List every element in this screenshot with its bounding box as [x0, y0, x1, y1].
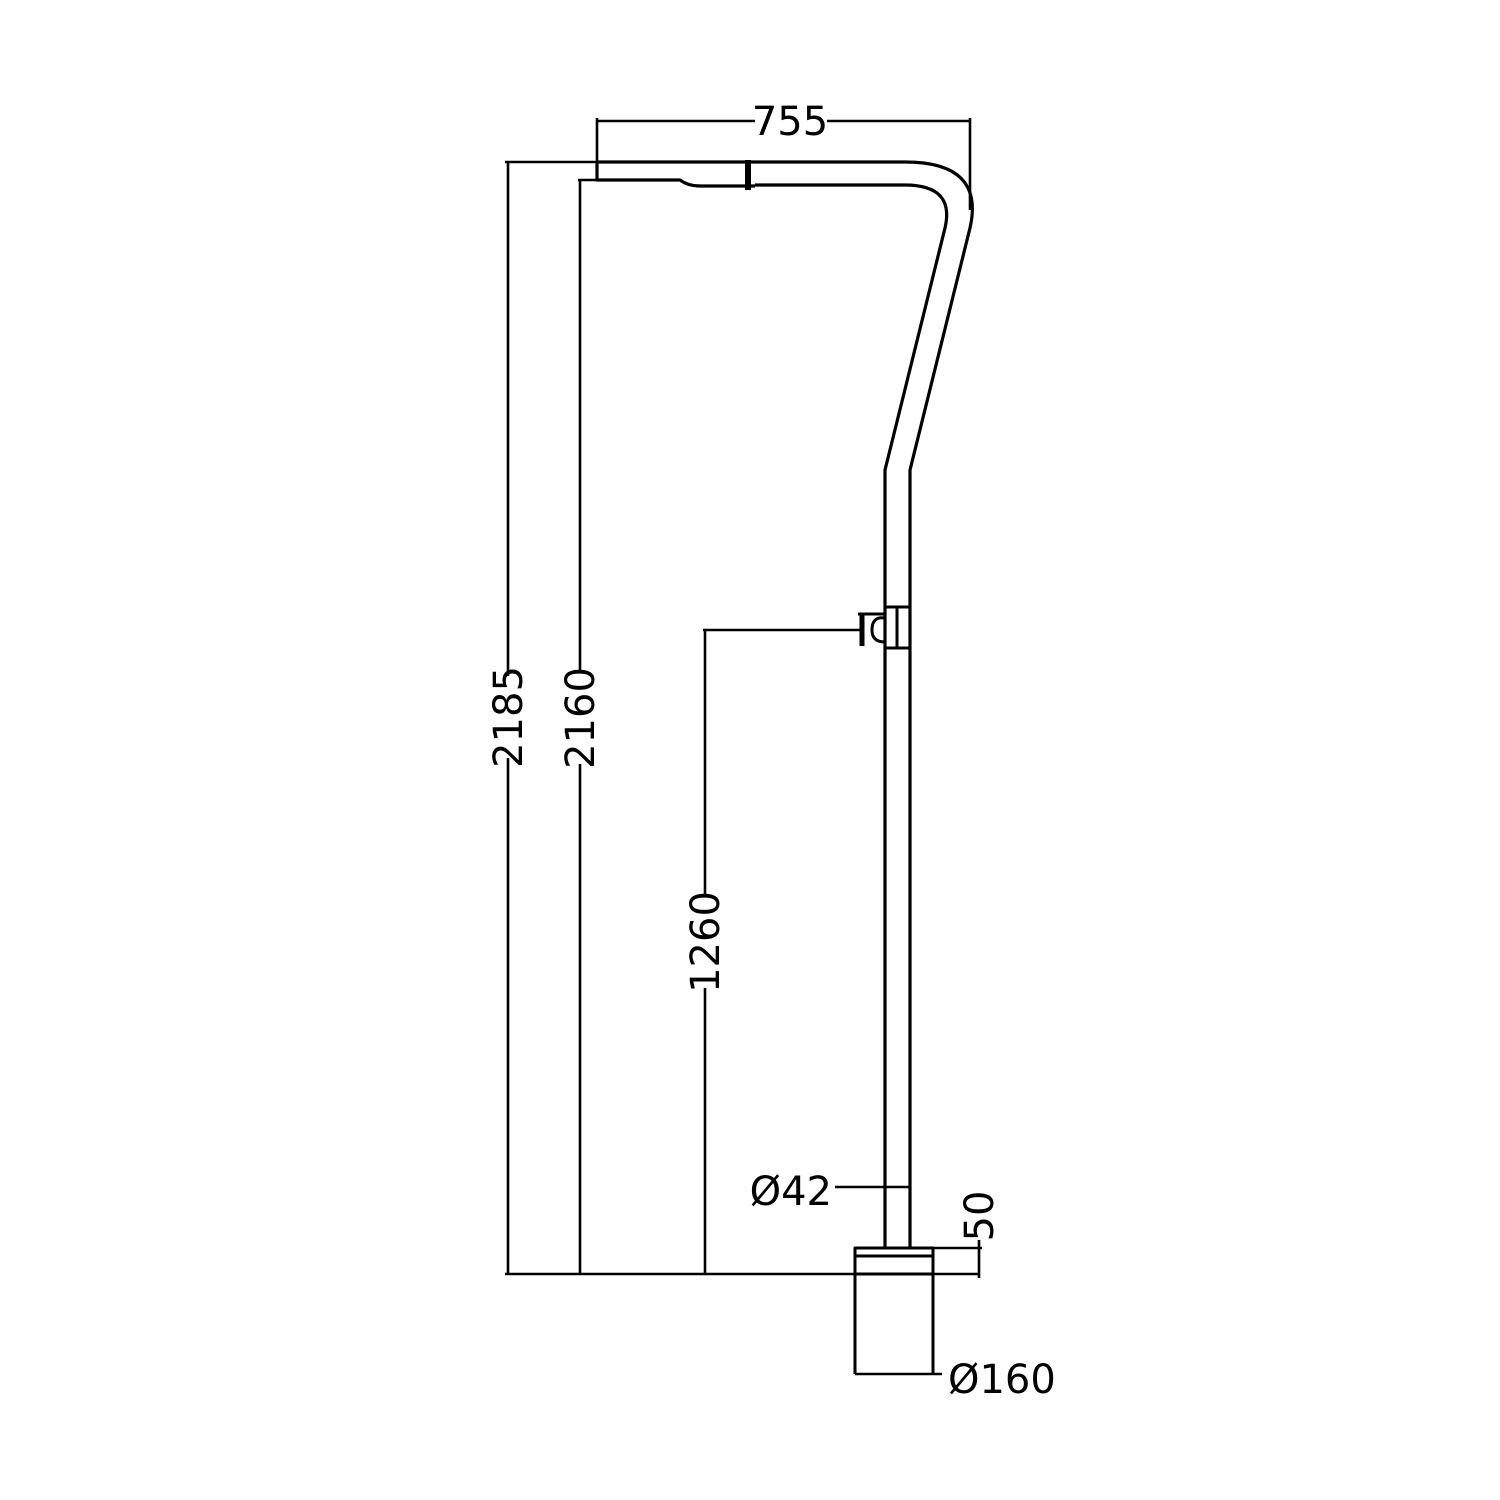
dimension-total-height: 2185	[486, 160, 597, 1274]
pipe-inner-edge	[755, 183, 949, 1248]
width-label-knockout	[755, 100, 827, 136]
base-height-label: 50	[957, 1191, 1003, 1242]
head-height-label-knockout	[562, 672, 598, 764]
width-label: 755	[752, 99, 828, 145]
base-cap	[853, 1246, 935, 1276]
holder-height-label: 1260	[683, 891, 729, 993]
shower-head	[595, 162, 755, 188]
dimension-pipe-diameter: Ø42	[750, 1169, 910, 1215]
holder-height-label-knockout	[687, 896, 723, 988]
dimension-base-diameter: Ø160	[855, 1357, 1056, 1403]
dimension-width-top: 755	[595, 99, 972, 210]
pipe-diameter-label: Ø42	[750, 1169, 832, 1215]
dimension-holder-height: 1260	[683, 628, 862, 1274]
total-height-label: 2185	[486, 666, 532, 768]
base-diameter-label: Ø160	[948, 1357, 1056, 1403]
holder-hook	[870, 616, 886, 644]
dimension-base-height: 50	[933, 1191, 1003, 1278]
head-height-label: 2160	[558, 667, 604, 769]
column-base	[853, 1246, 935, 1374]
shower-column-outline	[595, 160, 974, 1248]
pipe-outer-edge	[597, 160, 974, 1248]
dimension-shower-head-height: 2160	[558, 178, 604, 1274]
total-height-label-knockout	[490, 676, 526, 758]
